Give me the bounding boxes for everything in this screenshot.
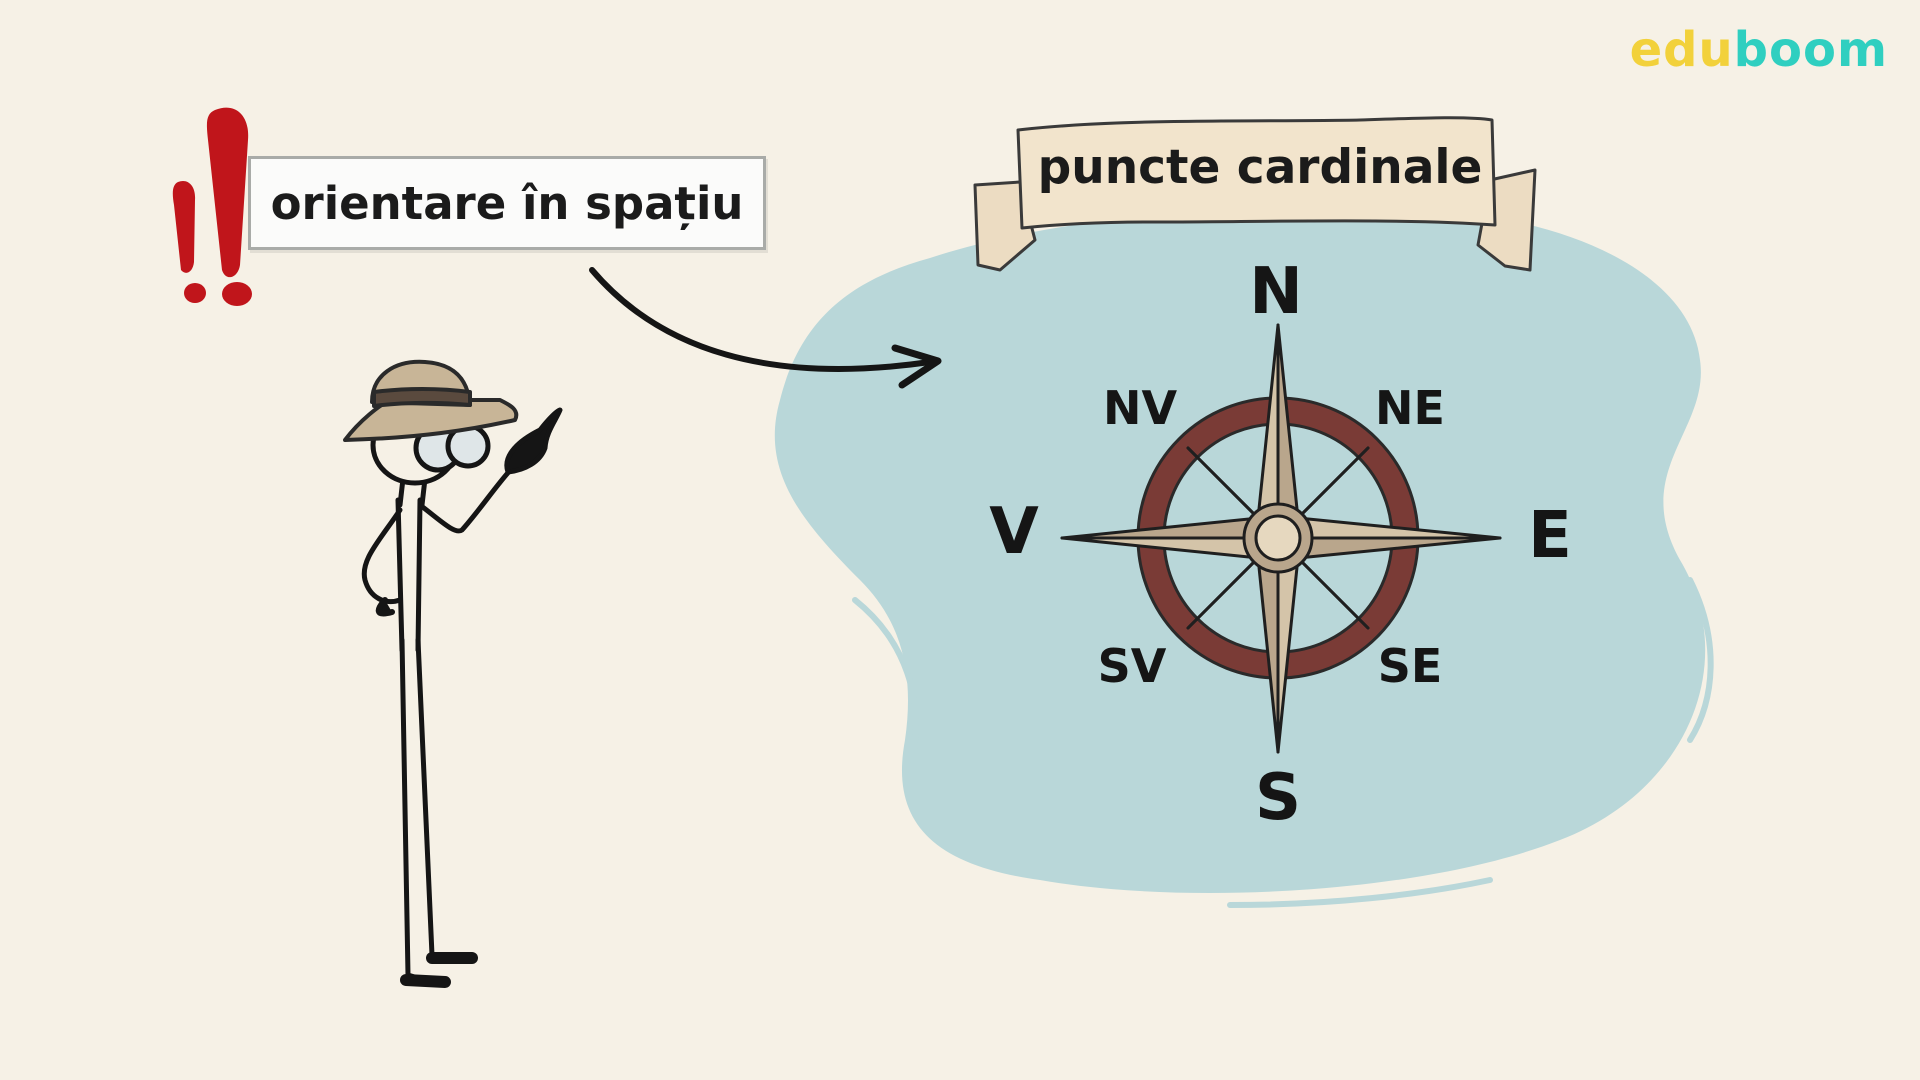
water-outline-stroke: [1227, 877, 1493, 908]
direction-southwest: SV: [1097, 639, 1167, 693]
topic-label: orientare în spațiu: [270, 176, 744, 230]
water-outline-stroke: [852, 597, 919, 763]
direction-south: S: [1254, 761, 1302, 835]
compass-rose-icon: [1060, 323, 1502, 754]
direction-east: E: [1528, 499, 1572, 573]
exclamation-icon: [172, 107, 252, 306]
topic-label-box: orientare în spațiu: [248, 156, 766, 250]
explorer-character: [361, 404, 563, 988]
brand-logo: eduboom: [1630, 22, 1888, 78]
direction-northwest: NV: [1102, 381, 1178, 435]
direction-west: V: [989, 495, 1039, 569]
direction-northeast: NE: [1375, 381, 1445, 435]
water-outline-stroke: [1687, 577, 1714, 743]
arrow-icon: [589, 267, 933, 372]
direction-southeast: SE: [1377, 639, 1443, 693]
brand-logo-part1: edu: [1629, 22, 1734, 78]
direction-north: N: [1249, 255, 1303, 329]
banner-title: puncte cardinale: [1037, 140, 1483, 195]
scroll-banner: [973, 116, 1537, 272]
pith-hat: [343, 359, 519, 442]
brand-logo-part2: boom: [1733, 22, 1888, 78]
arrow-head: [891, 344, 942, 389]
